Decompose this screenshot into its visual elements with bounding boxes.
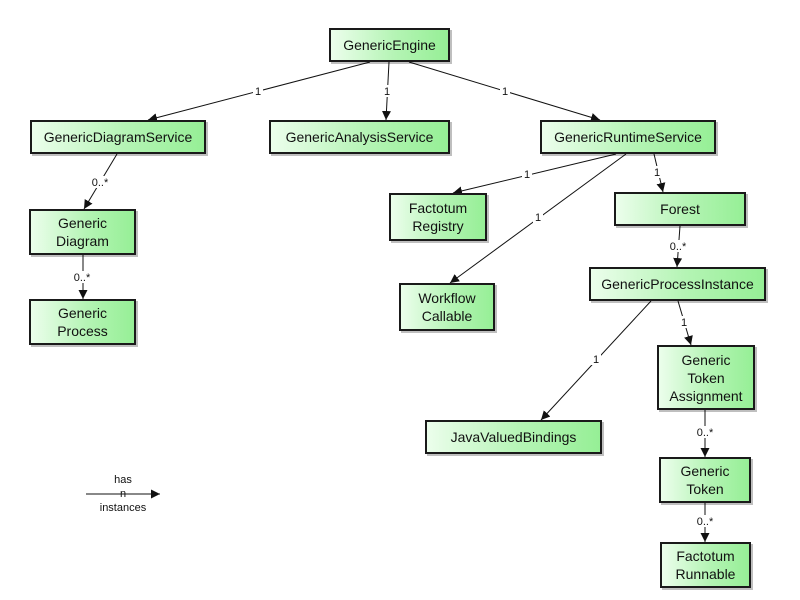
edge-multiplicity-label: 0..* — [670, 241, 687, 253]
edge-labels-layer: 1 1 1 0..* 0..* 1 1 1 0..* 1 1 0..* 0..* — [68, 85, 719, 528]
edge-label-background — [382, 85, 392, 97]
node-label: GenericDiagramService — [43, 129, 193, 145]
edge-multiplicity-label: 0..* — [697, 427, 714, 439]
edge-multiplicity-label: 1 — [681, 317, 687, 329]
edge-label-background — [691, 426, 719, 438]
edge-multiplicity-label: 1 — [502, 86, 508, 98]
edge-label-background — [68, 271, 96, 283]
edge-label-background — [533, 211, 543, 223]
node-label: JavaValuedBindings — [450, 429, 577, 445]
edge-multiplicity-label: 0..* — [697, 516, 714, 528]
edge-label-background — [522, 168, 532, 180]
edge-multiplicity-label: 1 — [654, 167, 660, 179]
node-generic-process-instance[interactable]: GenericProcessInstance — [589, 267, 766, 301]
node-forest[interactable]: Forest — [614, 192, 746, 226]
node-label: GenericEngine — [343, 37, 436, 53]
node-label: GenericAnalysisService — [285, 129, 434, 145]
node-generic-runtime-service[interactable]: GenericRuntimeService — [540, 120, 716, 154]
edge-label-background — [691, 515, 719, 527]
legend-instances-label: instances — [99, 502, 147, 514]
edge-multiplicity-label: 1 — [593, 354, 599, 366]
node-label: GenericProcessInstance — [601, 276, 754, 292]
edge-label-background — [652, 166, 662, 178]
legend-has-label: has — [114, 474, 132, 486]
edge-label-background — [500, 85, 510, 97]
edge-label-background — [679, 316, 689, 328]
node-generic-engine[interactable]: GenericEngine — [329, 28, 450, 62]
edge-multiplicity-label: 0..* — [74, 272, 91, 284]
node-java-valued-bindings[interactable]: JavaValuedBindings — [425, 420, 602, 454]
edge-multiplicity-label: 0..* — [92, 177, 109, 189]
node-generic-analysis-service[interactable]: GenericAnalysisService — [269, 120, 450, 154]
edge-multiplicity-label: 1 — [535, 212, 541, 224]
edge-label-background — [591, 353, 601, 365]
edge-label-background — [253, 85, 263, 97]
node-generic-diagram-service[interactable]: GenericDiagramService — [30, 120, 206, 154]
edge-label-background — [86, 176, 114, 188]
edge-multiplicity-label: 1 — [384, 86, 390, 98]
node-label: GenericRuntimeService — [554, 129, 702, 145]
edge-multiplicity-label: 1 — [524, 169, 530, 181]
edge-label-background — [664, 240, 692, 252]
edge-multiplicity-label: 1 — [255, 86, 261, 98]
node-label: Forest — [660, 201, 700, 217]
edge-generic-runtime-service-to-factotum-registry — [452, 153, 617, 196]
legend-n-label: n — [119, 488, 127, 500]
